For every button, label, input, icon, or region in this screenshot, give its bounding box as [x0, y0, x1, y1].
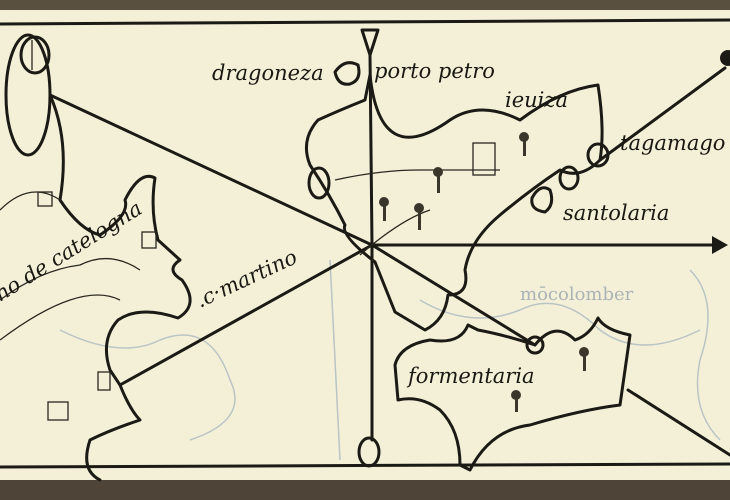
bleed-label: mōcolomber [520, 284, 634, 305]
bleed-through: mōcolomber [59, 259, 721, 461]
bottom-border [0, 480, 730, 500]
ibiza-island [304, 73, 604, 332]
label-santolaria: santolaria [563, 201, 669, 225]
islets [333, 61, 610, 214]
east-arrow-icon [712, 236, 728, 254]
label-catelogna: no de catelogna [0, 196, 146, 306]
catalonia-coast [0, 33, 192, 482]
rhumb-lines [48, 28, 730, 468]
top-border [0, 0, 730, 10]
label-ieuiza: ieuiza [505, 88, 568, 112]
frame-top-line [0, 18, 730, 26]
label-dragoneza: dragoneza [212, 61, 324, 85]
label-tagamago: tagamago [620, 131, 725, 155]
label-porto-petro: porto petro [374, 59, 495, 83]
label-c-martino: .c·martino [192, 245, 301, 313]
label-formentaria: formentaria [406, 364, 535, 388]
formentera-island [393, 316, 632, 472]
